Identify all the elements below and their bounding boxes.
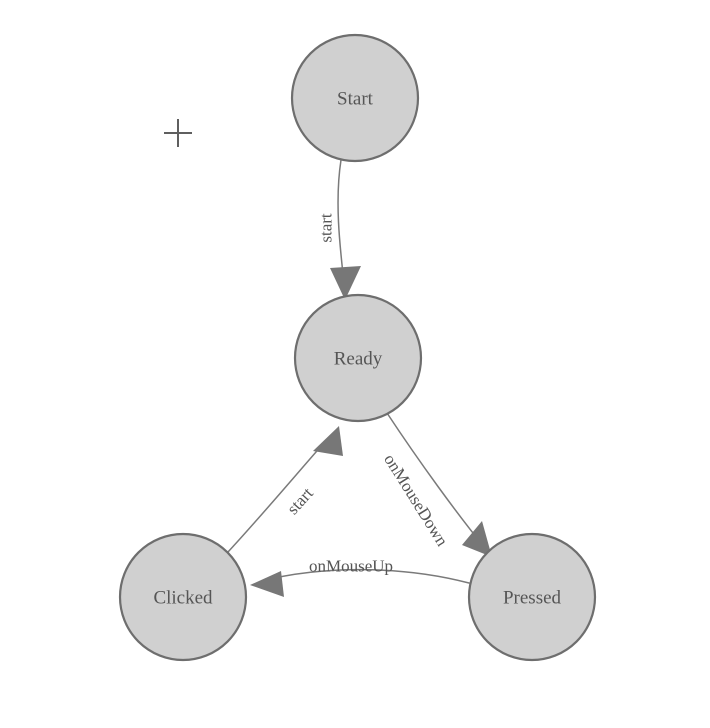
- markers-layer: [164, 119, 192, 147]
- arrowhead-start-to-ready: [330, 266, 361, 300]
- edge-line-clicked-to-ready: [227, 434, 332, 553]
- node-label-start: Start: [337, 89, 374, 110]
- arrowhead-ready-to-pressed: [462, 521, 492, 557]
- node-circle-clicked[interactable]: [118, 532, 248, 662]
- node-circle-start[interactable]: [290, 33, 420, 163]
- edge-clicked-to-ready[interactable]: start: [227, 426, 343, 553]
- edge-label-pressed-to-clicked: onMouseUp: [309, 557, 393, 576]
- edge-label-ready-to-pressed: onMouseDown: [380, 451, 452, 550]
- edge-pressed-to-clicked[interactable]: onMouseUp: [250, 557, 470, 598]
- node-pressed[interactable]: Pressed: [467, 532, 597, 662]
- node-label-ready: Ready: [334, 349, 383, 370]
- node-circle-ready[interactable]: [293, 293, 423, 423]
- node-start[interactable]: Start: [290, 33, 420, 163]
- node-ready[interactable]: Ready: [293, 293, 423, 423]
- crosshair-cursor-icon: [164, 119, 192, 147]
- arrowhead-pressed-to-clicked: [250, 571, 284, 597]
- node-clicked[interactable]: Clicked: [118, 532, 248, 662]
- edge-label-start-to-ready: start: [317, 213, 336, 243]
- edge-start-to-ready[interactable]: start: [317, 159, 362, 300]
- edge-line-pressed-to-clicked: [261, 568, 470, 584]
- node-circle-pressed[interactable]: [467, 532, 597, 662]
- node-label-clicked: Clicked: [153, 588, 213, 609]
- arrowhead-clicked-to-ready: [313, 426, 343, 456]
- edge-ready-to-pressed[interactable]: onMouseDown: [380, 412, 492, 557]
- edge-label-clicked-to-ready: start: [283, 484, 317, 519]
- node-label-pressed: Pressed: [503, 588, 562, 609]
